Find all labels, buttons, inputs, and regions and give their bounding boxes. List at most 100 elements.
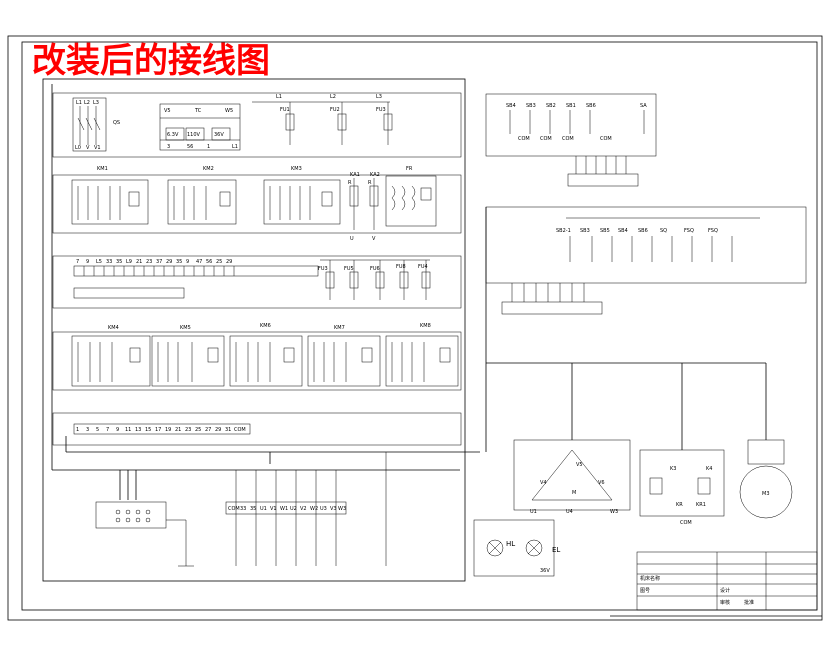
svg-text:KM6: KM6 (260, 323, 271, 329)
svg-text:COM: COM (600, 136, 612, 142)
svg-text:33: 33 (106, 259, 112, 265)
svg-text:FU2: FU2 (330, 107, 340, 113)
svg-text:KM5: KM5 (180, 325, 191, 331)
fr-relay: FR (385, 166, 437, 227)
svg-text:图号: 图号 (640, 588, 650, 594)
svg-text:M3: M3 (762, 491, 770, 497)
svg-text:36V: 36V (540, 568, 550, 574)
svg-text:37: 37 (156, 259, 162, 265)
svg-text:FR: FR (406, 166, 413, 172)
svg-text:V3: V3 (330, 506, 337, 512)
svg-text:6.3V: 6.3V (167, 132, 179, 138)
svg-text:3: 3 (167, 144, 170, 150)
svg-text:SB4: SB4 (506, 103, 516, 109)
svg-text:25: 25 (216, 259, 222, 265)
svg-text:23: 23 (185, 427, 191, 433)
inner-frame (21, 41, 818, 611)
svg-text:L3: L3 (93, 100, 99, 106)
svg-text:U2: U2 (290, 506, 297, 512)
svg-text:FU8: FU8 (396, 264, 406, 270)
svg-text:V1: V1 (270, 506, 277, 512)
svg-text:W3: W3 (610, 509, 618, 515)
svg-text:SB2: SB2 (546, 103, 556, 109)
svg-text:KM4: KM4 (108, 325, 119, 331)
svg-text:L9: L9 (126, 259, 132, 265)
svg-text:R: R (348, 180, 352, 186)
svg-text:9: 9 (116, 427, 119, 433)
svg-text:21: 21 (136, 259, 142, 265)
svg-text:COM: COM (518, 136, 530, 142)
svg-text:COM: COM (540, 136, 552, 142)
svg-text:25: 25 (195, 427, 201, 433)
svg-text:W5: W5 (225, 108, 233, 114)
svg-text:V2: V2 (300, 506, 307, 512)
svg-text:KA1: KA1 (350, 172, 360, 178)
svg-text:SB6: SB6 (638, 228, 648, 234)
svg-text:U1: U1 (530, 509, 537, 515)
svg-text:7: 7 (76, 259, 79, 265)
svg-text:FU5: FU5 (344, 266, 354, 272)
svg-text:FU6: FU6 (370, 266, 380, 272)
svg-text:V: V (372, 236, 376, 242)
svg-text:21: 21 (175, 427, 181, 433)
svg-text:L1: L1 (232, 144, 238, 150)
qs-switch (72, 97, 107, 152)
svg-text:35: 35 (176, 259, 182, 265)
svg-text:审核: 审核 (720, 599, 730, 606)
svg-text:47: 47 (196, 259, 202, 265)
svg-text:SA: SA (640, 103, 647, 109)
svg-text:23: 23 (146, 259, 152, 265)
svg-text:SQ: SQ (660, 228, 667, 234)
svg-text:19: 19 (165, 427, 171, 433)
km2: KM2 (167, 166, 237, 225)
svg-text:31: 31 (225, 427, 231, 433)
km4: KM4 (71, 325, 151, 387)
svg-text:FU3: FU3 (376, 107, 386, 113)
svg-text:QS: QS (113, 120, 120, 126)
svg-text:机床名称: 机床名称 (640, 575, 660, 582)
terminal-strip-1 (83, 266, 235, 276)
row4-contactors: KM4 KM5 KM6 KM7 KM8 (52, 323, 462, 391)
km8: KM8 (385, 323, 459, 387)
svg-text:29: 29 (166, 259, 172, 265)
svg-text:110V: 110V (187, 132, 201, 138)
svg-text:SB3: SB3 (580, 228, 590, 234)
svg-text:FU4: FU4 (418, 264, 428, 270)
svg-text:56: 56 (187, 144, 193, 150)
svg-text:29: 29 (226, 259, 232, 265)
diagram-title: 改装后的接线图 (32, 41, 270, 81)
row2-contactors: KM1 KM2 KM3 KA1 KA2 R R U V (52, 166, 462, 242)
svg-text:SB2-1: SB2-1 (556, 228, 571, 234)
title-block: 机床名称 图号 设计 审核 批准 (636, 551, 818, 611)
fuses-fu1-3: FU1 FU2 FU3 L1 L2 L3 (252, 94, 393, 145)
svg-text:U1: U1 (260, 506, 267, 512)
km1: KM1 (71, 166, 149, 225)
svg-text:K3: K3 (670, 466, 676, 472)
svg-text:KM2: KM2 (203, 166, 214, 172)
svg-text:KM3: KM3 (291, 166, 302, 172)
svg-text:L2: L2 (84, 100, 90, 106)
svg-text:3: 3 (86, 427, 89, 433)
svg-text:W1: W1 (280, 506, 288, 512)
svg-text:SB5: SB5 (600, 228, 610, 234)
svg-text:V5: V5 (164, 108, 171, 114)
svg-text:U4: U4 (566, 509, 573, 515)
svg-text:SB6: SB6 (586, 103, 596, 109)
row5-terminals: 1 3 5 7 9 11 13 15 17 19 21 23 25 27 29 … (52, 412, 462, 446)
row1: L1 L2 L3 QS L0 V V1 V5 TC W5 6.3V 110V 3… (52, 92, 462, 158)
motor-m3: M3 (739, 439, 793, 519)
motor-delta: V5 V4 V6 M U1 U4 W3 (513, 439, 631, 515)
row3-terminals: 7 9 L5 33 35 L9 21 23 37 29 35 9 47 56 2… (52, 255, 462, 309)
svg-text:SB1: SB1 (566, 103, 576, 109)
svg-text:SB4: SB4 (618, 228, 628, 234)
svg-text:U: U (350, 236, 354, 242)
svg-text:15: 15 (145, 427, 151, 433)
svg-text:KM8: KM8 (420, 323, 431, 329)
transformer-tc (159, 103, 241, 151)
svg-text:V: V (86, 145, 90, 151)
svg-text:1: 1 (207, 144, 210, 150)
svg-text:L2: L2 (330, 94, 336, 100)
svg-text:FSQ: FSQ (684, 228, 694, 234)
svg-text:56: 56 (206, 259, 212, 265)
